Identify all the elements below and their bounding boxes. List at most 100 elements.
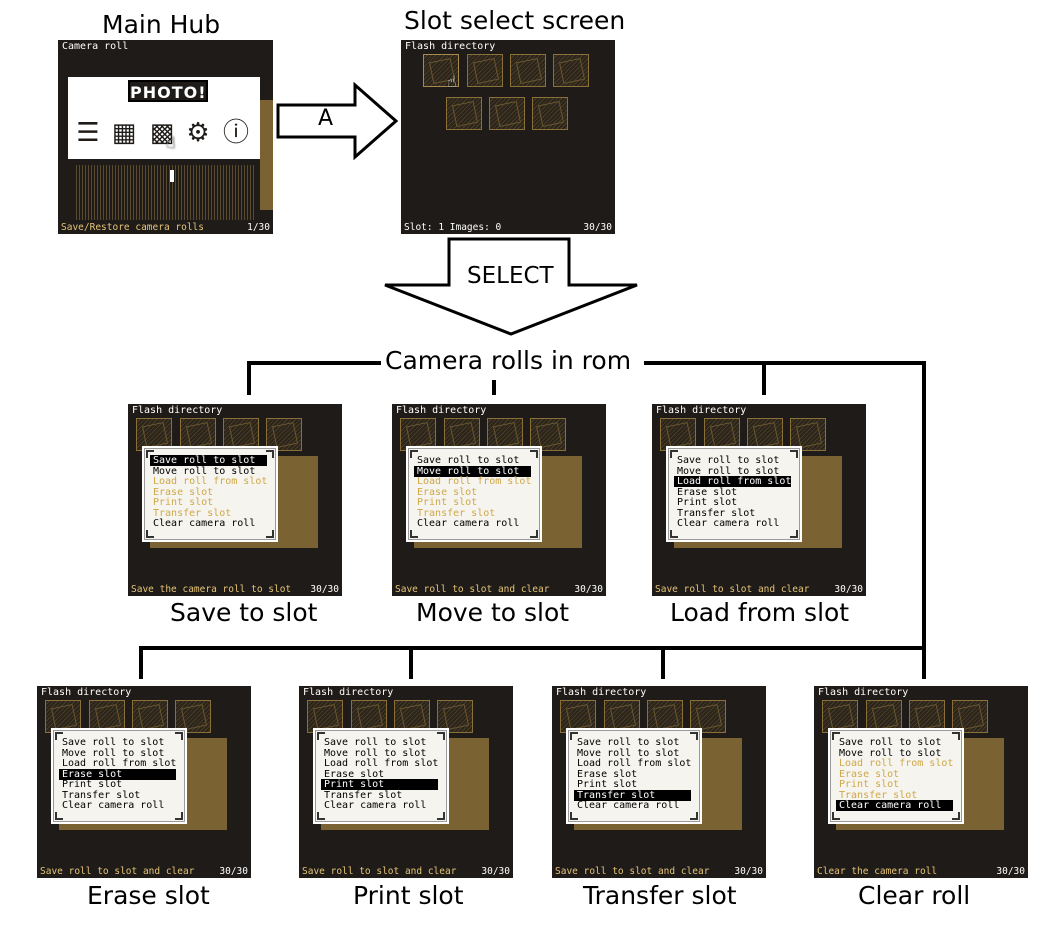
menu-item[interactable]: Transfer slot — [839, 789, 918, 801]
menu-item[interactable]: Move roll to slot — [414, 465, 531, 477]
menu-item[interactable]: Clear camera roll — [577, 800, 680, 811]
menu-item[interactable]: Transfer slot — [677, 507, 756, 519]
camera-icon[interactable]: ☰ — [76, 118, 100, 148]
slot-2[interactable] — [89, 700, 125, 733]
menu-item[interactable]: Save roll to slot — [150, 455, 267, 466]
menu-item[interactable]: Load roll from slot — [417, 476, 532, 487]
film-roll-icon[interactable]: ▦ — [111, 118, 137, 148]
slot-1[interactable] — [400, 418, 436, 451]
menu-item[interactable]: Move roll to slot — [839, 747, 942, 759]
menu-item[interactable]: Print slot — [577, 779, 638, 790]
tree-bottom-bar — [139, 646, 926, 650]
arrow-a-icon — [276, 82, 399, 160]
menu-item[interactable]: Erase slot — [324, 768, 385, 780]
menu-item[interactable]: Print slot — [677, 497, 738, 508]
corner-mark — [175, 812, 183, 820]
menu-item[interactable]: Print slot — [153, 497, 214, 508]
menu-item[interactable]: Print slot — [321, 779, 438, 790]
menu-item[interactable]: Transfer slot — [574, 789, 691, 801]
menu-item[interactable]: Save roll to slot — [324, 737, 427, 748]
menu-item[interactable]: Print slot — [62, 779, 123, 790]
slot-4[interactable] — [690, 700, 726, 733]
dither-background — [76, 165, 256, 220]
menu-item[interactable]: Erase slot — [677, 486, 738, 498]
menu-item[interactable]: Erase slot — [839, 768, 900, 780]
menu-item[interactable]: Clear camera roll — [417, 518, 520, 529]
corner-mark — [530, 530, 538, 538]
menu-item[interactable]: Save roll to slot — [417, 455, 520, 466]
slot-4[interactable] — [952, 700, 988, 733]
slot-3[interactable] — [510, 54, 546, 87]
menu-item[interactable]: Load roll from slot — [839, 758, 954, 769]
slot-2[interactable] — [444, 418, 480, 451]
menu-item[interactable]: Move roll to slot — [62, 747, 165, 759]
menu-item[interactable]: Clear camera roll — [324, 800, 427, 811]
slot-1[interactable] — [423, 54, 459, 87]
menu-item[interactable]: Clear camera roll — [62, 800, 165, 811]
menu-item[interactable]: Save roll to slot — [839, 737, 942, 748]
tree-middle-drop — [492, 380, 496, 395]
load-from-slot-caption: Load from slot — [670, 598, 850, 627]
menu-item[interactable]: Clear camera roll — [836, 800, 953, 811]
move-to-slot-caption: Move to slot — [416, 598, 570, 627]
menu-item[interactable]: Print slot — [839, 779, 900, 790]
slot-1[interactable] — [136, 418, 172, 451]
menu-item[interactable]: Erase slot — [59, 768, 176, 780]
slot-3[interactable] — [747, 418, 783, 451]
menu-item[interactable]: Clear camera roll — [153, 518, 256, 529]
menu-item[interactable]: Transfer slot — [417, 507, 496, 519]
print-slot-caption: Print slot — [353, 881, 464, 910]
menu-item[interactable]: Clear camera roll — [677, 518, 780, 529]
slot-4[interactable] — [790, 418, 826, 451]
menu-item[interactable]: Load roll from slot — [674, 476, 791, 487]
menu-item[interactable]: Move roll to slot — [577, 747, 680, 759]
gear-icon[interactable]: ⚙ — [186, 118, 210, 148]
slot-4[interactable] — [530, 418, 566, 451]
chip-icon[interactable]: ▩ — [149, 118, 175, 148]
slot-3[interactable] — [487, 418, 523, 451]
corner-mark — [790, 450, 798, 458]
menu-item[interactable]: Erase slot — [417, 486, 478, 498]
menu-item[interactable]: Save roll to slot — [677, 455, 780, 466]
status-text: Save the camera roll to slot — [131, 584, 292, 595]
slot-3[interactable] — [394, 700, 430, 733]
menu-item[interactable]: Transfer slot — [153, 507, 232, 519]
status-text: Slot: 1 Images: 0 — [404, 222, 502, 233]
menu-item[interactable]: Transfer slot — [62, 789, 141, 801]
slot-4[interactable] — [553, 54, 589, 87]
slot-6[interactable] — [489, 97, 525, 130]
menu-item[interactable]: Erase slot — [153, 486, 214, 498]
menu-item[interactable]: Move roll to slot — [324, 747, 427, 759]
slot-2[interactable] — [467, 54, 503, 87]
menu-item[interactable]: Load roll from slot — [153, 476, 268, 487]
info-icon[interactable]: ⓘ — [222, 118, 249, 148]
menu-item[interactable]: Save roll to slot — [62, 737, 165, 748]
slot-1[interactable] — [307, 700, 343, 733]
slot-3[interactable] — [647, 700, 683, 733]
slot-4[interactable] — [175, 700, 211, 733]
menu-item[interactable]: Load roll from slot — [62, 758, 177, 769]
slot-1[interactable] — [45, 700, 81, 733]
corner-mark — [690, 812, 698, 820]
corner-mark — [530, 450, 538, 458]
camera-rolls-caption: Camera rolls in rom — [385, 346, 632, 375]
corner-mark — [437, 812, 445, 820]
menu-item[interactable]: Transfer slot — [324, 789, 403, 801]
slot-5[interactable] — [446, 97, 482, 130]
menu-item[interactable]: Load roll from slot — [577, 758, 692, 769]
corner-mark — [832, 732, 840, 740]
menu-item[interactable]: Save roll to slot — [577, 737, 680, 748]
slot-2[interactable] — [351, 700, 387, 733]
slot-4[interactable] — [437, 700, 473, 733]
menu-item[interactable]: Erase slot — [577, 768, 638, 780]
slot-2[interactable] — [866, 700, 902, 733]
menu-item[interactable]: Print slot — [417, 497, 478, 508]
slot-4[interactable] — [266, 418, 302, 451]
slot-7[interactable] — [532, 97, 568, 130]
status-count: 30/30 — [834, 584, 863, 595]
slot-3[interactable] — [132, 700, 168, 733]
menu-item[interactable]: Move roll to slot — [153, 465, 256, 477]
menu-item[interactable]: Load roll from slot — [324, 758, 439, 769]
status-count: 30/30 — [574, 584, 603, 595]
menu-item[interactable]: Move roll to slot — [677, 465, 780, 477]
